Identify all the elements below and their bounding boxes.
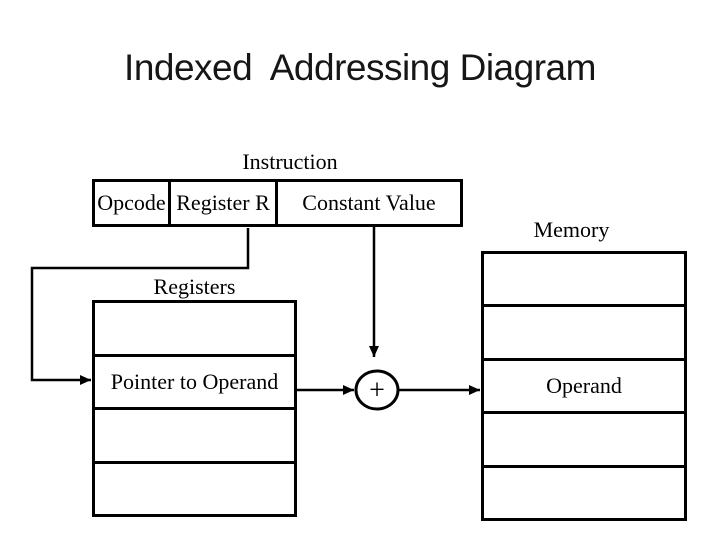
adder-plus-symbol: +: [369, 375, 385, 406]
instruction-field-opcode: Opcode: [95, 182, 171, 224]
memory-table: Operand: [481, 251, 687, 521]
memory-row: [484, 464, 684, 518]
register-row-pointer-to-operand: Pointer to Operand: [95, 353, 294, 408]
instruction-field-register: Register R: [171, 182, 278, 224]
memory-row: [484, 411, 684, 464]
instruction-box: Opcode Register R Constant Value: [92, 179, 463, 227]
register-row: [95, 407, 294, 461]
slide-title: Indexed Addressing Diagram: [124, 47, 596, 88]
instruction-label: Instruction: [242, 149, 338, 174]
registers-label: Registers: [153, 274, 236, 299]
register-row: [95, 303, 294, 354]
register-row: [95, 460, 294, 515]
memory-label: Memory: [533, 217, 610, 242]
memory-row: [484, 304, 684, 357]
adder-circle: [354, 369, 400, 411]
memory-row-operand: Operand: [484, 357, 684, 411]
registers-table: Pointer to Operand: [92, 300, 297, 517]
memory-row: [484, 254, 684, 304]
instruction-field-constant: Constant Value: [302, 190, 436, 215]
